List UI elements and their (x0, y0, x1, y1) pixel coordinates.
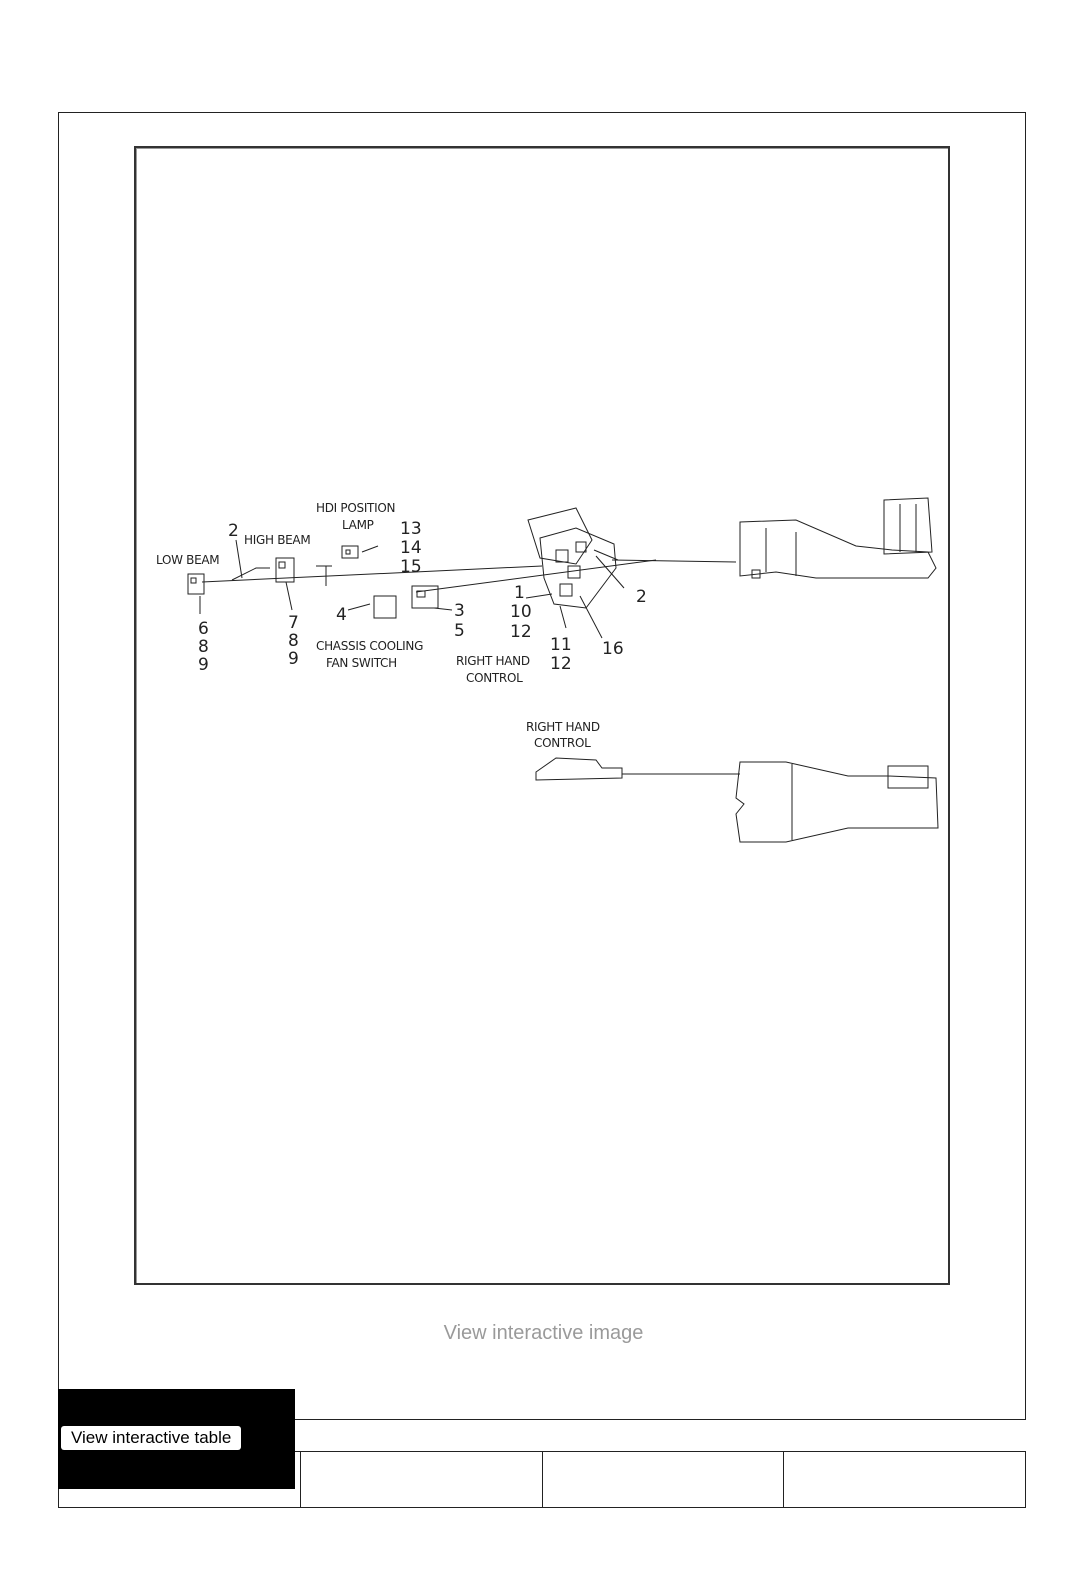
callout-6: 6 (198, 619, 209, 639)
right-hand-control-2-label-line2: CONTROL (534, 736, 591, 750)
callout-13: 13 (400, 519, 422, 539)
right-hand-control-label-line2: CONTROL (466, 671, 523, 685)
callout-4: 4 (336, 605, 347, 625)
callout-8-high: 8 (288, 631, 299, 651)
hdi-position-lamp-label-line1: HDI POSITION (316, 501, 395, 515)
callout-7: 7 (288, 613, 299, 633)
callout-2-left: 2 (228, 521, 239, 541)
hdi-position-lamp-label-line2: LAMP (342, 518, 374, 532)
callout-1: 1 (514, 583, 525, 603)
high-beam-label: HIGH BEAM (244, 533, 310, 547)
right-hand-control-label-line1: RIGHT HAND (456, 654, 530, 668)
chassis-cooling-label-line1: CHASSIS COOLING (316, 639, 423, 653)
callout-15: 15 (400, 557, 422, 577)
callout-16: 16 (602, 639, 624, 659)
view-interactive-table-button[interactable]: View interactive table (61, 1426, 242, 1450)
right-hand-control-2-label-line1: RIGHT HAND (526, 720, 600, 734)
callout-12-upper: 12 (510, 622, 532, 642)
low-beam-label: LOW BEAM (156, 553, 219, 567)
callout-9-high: 9 (288, 649, 299, 669)
view-interactive-image-link[interactable]: View interactive image (443, 1322, 644, 1344)
callout-9-low: 9 (198, 655, 209, 675)
chassis-cooling-label-line2: FAN SWITCH (326, 656, 397, 670)
table-cell (299, 1452, 542, 1507)
callout-12-lower: 12 (550, 654, 572, 674)
wiring-diagram-drawing: LOW BEAM HIGH BEAM HDI POSITION LAMP CHA… (156, 497, 939, 843)
callout-14: 14 (400, 538, 422, 558)
wiring-diagram[interactable]: LOW BEAM HIGH BEAM HDI POSITION LAMP CHA… (134, 146, 950, 1285)
page-frame (58, 112, 1026, 1420)
callout-3: 3 (454, 601, 465, 621)
table-cell (541, 1452, 784, 1507)
table-cell (783, 1452, 1025, 1507)
callout-11: 11 (550, 635, 572, 655)
callout-8-low: 8 (198, 637, 209, 657)
callout-2-right: 2 (636, 587, 647, 607)
callout-10: 10 (510, 602, 532, 622)
callout-5: 5 (454, 621, 465, 641)
